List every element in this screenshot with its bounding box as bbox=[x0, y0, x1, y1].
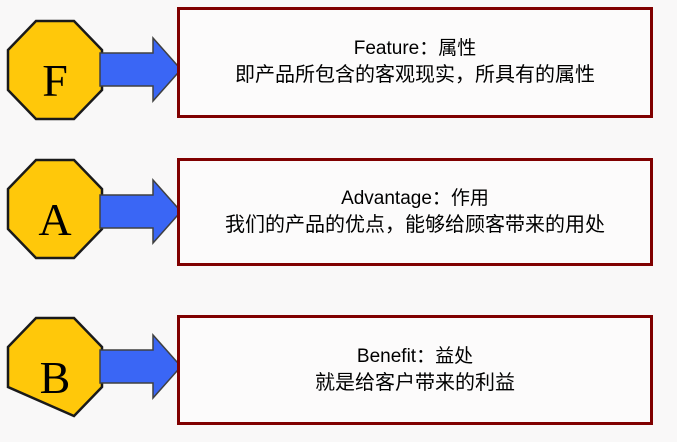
benefit-description: 就是给客户带来的利益 bbox=[315, 371, 515, 394]
advantage-box: Advantage：作用 我们的产品的优点，能够给顾客带来的用处 bbox=[177, 158, 653, 266]
octagon-f: F bbox=[6, 19, 104, 121]
octagon-a: A bbox=[6, 158, 104, 260]
feature-box: Feature：属性 即产品所包含的客观现实，所具有的属性 bbox=[177, 7, 653, 118]
octagon-letter-b: B bbox=[40, 352, 71, 403]
octagon-letter-f: F bbox=[42, 55, 68, 106]
arrow-right-icon bbox=[99, 333, 182, 400]
arrow-right-icon bbox=[99, 178, 182, 245]
arrow-shape bbox=[99, 178, 182, 245]
octagon-shape bbox=[6, 316, 104, 418]
octagon-letter-a: A bbox=[38, 194, 71, 245]
advantage-description: 我们的产品的优点，能够给顾客带来的用处 bbox=[225, 213, 605, 236]
feature-description: 即产品所包含的客观现实，所具有的属性 bbox=[235, 64, 595, 86]
benefit-box: Benefit：益处 就是给客户带来的利益 bbox=[177, 315, 653, 425]
benefit-heading: Benefit：益处 bbox=[356, 345, 474, 367]
feature-heading: Feature：属性 bbox=[353, 38, 477, 59]
advantage-heading: Advantage：作用 bbox=[341, 187, 489, 209]
octagon-shape bbox=[6, 19, 104, 121]
arrow-right-icon bbox=[99, 36, 182, 103]
octagon-shape bbox=[6, 158, 104, 260]
arrow-shape bbox=[99, 333, 182, 400]
octagon-b: B bbox=[6, 316, 104, 418]
arrow-shape bbox=[99, 36, 182, 103]
